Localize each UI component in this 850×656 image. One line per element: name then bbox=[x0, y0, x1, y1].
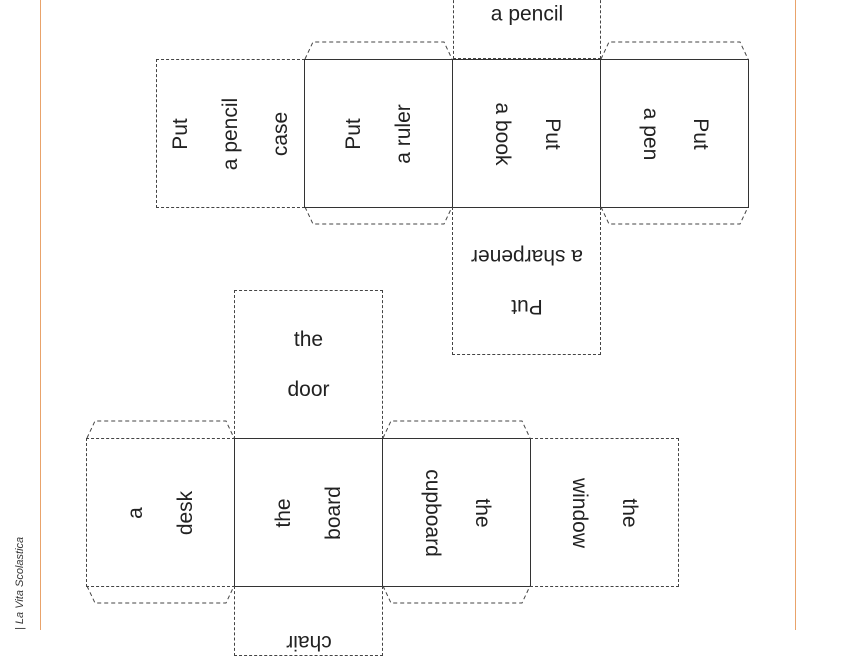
cube1-face-2-text: Put a ruler bbox=[329, 104, 429, 164]
cube1-bottom-flap-text: Put a sharpener bbox=[470, 231, 582, 331]
cube1-face-4-line1: Put bbox=[688, 117, 712, 150]
cube2-face-4-text: the window bbox=[554, 477, 654, 547]
cube1-tab-top-face4 bbox=[600, 41, 749, 60]
cube1-face-1-text: Put a pencil case bbox=[156, 97, 306, 169]
cube2-face-1-line1: a bbox=[124, 506, 147, 519]
cube2-top-flap-text: the door bbox=[287, 315, 329, 415]
cube1-face-2-line1: Put bbox=[341, 117, 365, 150]
cube2-face-3: the cupboard bbox=[382, 438, 531, 587]
cube2-face-1-line2: desk bbox=[174, 490, 197, 535]
cube2-face-4-line2: window bbox=[568, 477, 591, 548]
cube1-face-1: Put a pencil case bbox=[156, 59, 305, 208]
cube2-tab-top-face1 bbox=[86, 420, 235, 439]
cube2-bottom-flap-text: chair bbox=[285, 631, 332, 654]
cube2-face-3-line1: the bbox=[470, 497, 494, 528]
cube2-face-4: the window bbox=[530, 438, 679, 587]
cube1-face-1-line3: case bbox=[269, 111, 292, 156]
cube2-tab-bottom-face3 bbox=[382, 585, 531, 604]
cube1-face-4-line2: a pen bbox=[638, 107, 662, 160]
cube1-bottom-flap-line2: a sharpener bbox=[470, 244, 583, 268]
cube1-top-flap: a pencil bbox=[453, 0, 601, 59]
cube1-tab-top-face2 bbox=[304, 41, 453, 60]
cube1-bottom-flap-line1: Put bbox=[510, 294, 543, 318]
left-margin-rule bbox=[40, 0, 41, 630]
cube2-bottom-flap: chair bbox=[234, 586, 383, 656]
cube1-top-flap-text: a pencil bbox=[490, 2, 564, 26]
glue-tabs bbox=[86, 41, 749, 604]
cube2-face-4-line1: the bbox=[618, 497, 641, 528]
cube2-face-2-line1: the bbox=[271, 497, 295, 528]
cube2-top-flap: the door bbox=[234, 290, 383, 439]
cube1-face-4-text: Put a pen bbox=[625, 107, 725, 160]
cube2-face-3-text: the cupboard bbox=[407, 469, 507, 557]
cube2-tab-bottom-face1 bbox=[86, 585, 235, 604]
cube2-tab-top-face3 bbox=[382, 420, 531, 439]
cube1-tab-bottom-face2 bbox=[304, 206, 453, 225]
cube2-top-flap-line1: the bbox=[293, 328, 324, 351]
cube2-face-2-line2: board bbox=[321, 485, 345, 540]
cube2-face-2-text: the board bbox=[259, 486, 359, 540]
cube1-face-3-line1: Put bbox=[540, 117, 564, 150]
cube2-face-2: the board bbox=[234, 438, 383, 587]
cube1-face-3: Put a book bbox=[452, 59, 601, 208]
cube2-face-3-line2: cupboard bbox=[420, 468, 444, 557]
cube1-face-2: Put a ruler bbox=[304, 59, 453, 208]
cube2-top-flap-line2: door bbox=[287, 378, 330, 401]
right-margin-rule bbox=[795, 0, 796, 630]
cube1-face-3-line2: a book bbox=[490, 101, 514, 166]
cube1-face-1-line1: Put bbox=[169, 117, 192, 150]
cube2-face-1: a desk bbox=[86, 438, 235, 587]
cube1-face-1-line2: a pencil bbox=[219, 97, 242, 170]
cube1-face-3-text: Put a book bbox=[477, 102, 577, 165]
cube1-tab-bottom-face4 bbox=[600, 206, 749, 225]
cube1-face-2-line2: a ruler bbox=[391, 103, 415, 164]
cube2-face-1-text: a desk bbox=[111, 490, 211, 534]
cube1-face-4: Put a pen bbox=[600, 59, 749, 208]
cube1-bottom-flap: Put a sharpener bbox=[452, 207, 601, 355]
